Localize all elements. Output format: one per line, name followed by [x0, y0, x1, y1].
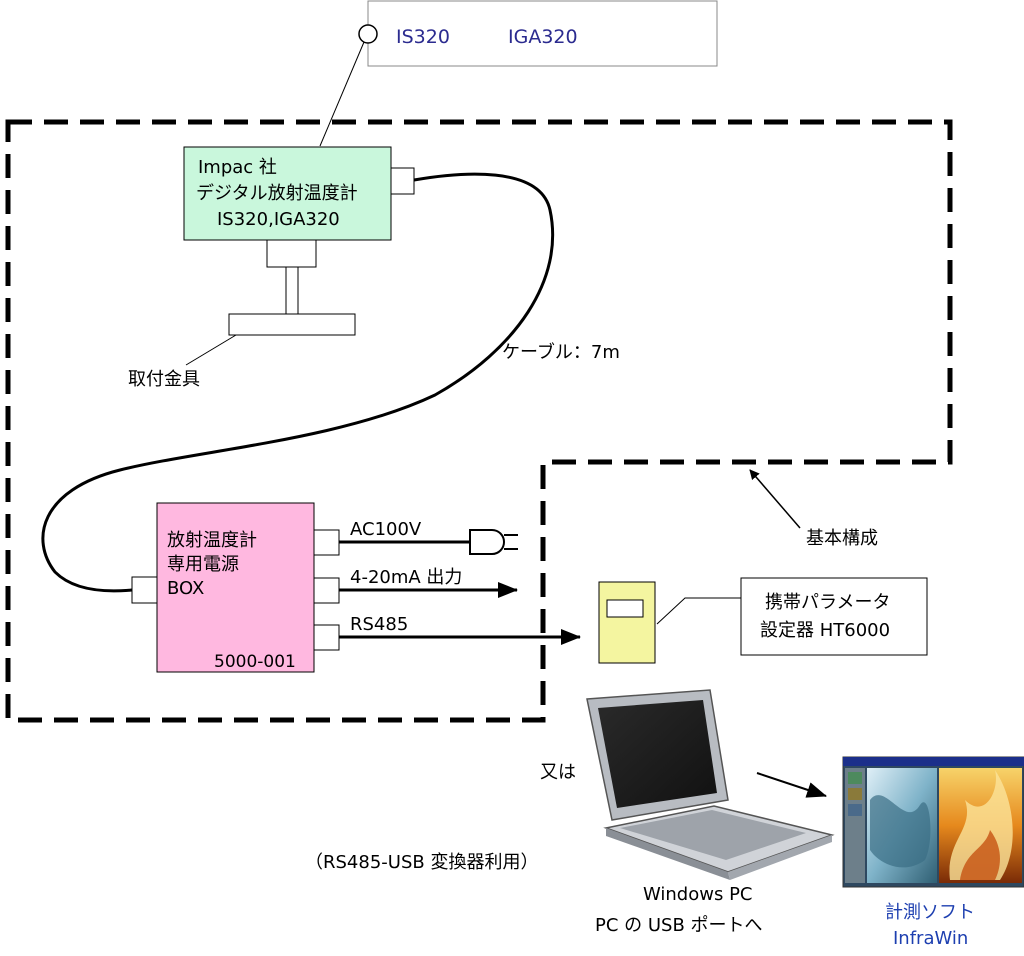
param-label-line1: 携帯パラメータ	[765, 592, 890, 613]
power-box: 放射温度計 専用電源 BOX 5000-001	[131, 502, 340, 673]
rs485-label: RS485	[350, 614, 408, 635]
model-label-is320: IS320	[396, 26, 450, 48]
sensor-line1: Impac 社	[198, 157, 277, 178]
ac-port	[313, 529, 340, 556]
software-screenshot	[842, 756, 1024, 888]
param-setter-display	[606, 599, 644, 618]
ac-label: AC100V	[350, 519, 422, 540]
power-box-input-port	[131, 576, 158, 604]
power-box-line1: 放射温度計	[167, 530, 257, 551]
sensor-connector	[390, 167, 415, 195]
rs485-port	[313, 624, 340, 651]
converter-note: （RS485-USB 変換器利用）	[305, 852, 538, 873]
power-box-line2: 専用電源	[167, 554, 239, 575]
model-connector-dot	[358, 24, 378, 44]
analog-port	[313, 577, 340, 604]
param-leader-line	[656, 597, 741, 625]
model-label-iga320: IGA320	[508, 26, 578, 48]
analog-label: 4-20mA 出力	[350, 567, 462, 588]
model-leader-line	[319, 41, 365, 147]
param-label-box: 携帯パラメータ 設定器 HT6000	[740, 577, 928, 656]
pc-label-line2: PC の USB ポートへ	[595, 915, 763, 936]
power-box-line3: BOX	[167, 578, 204, 599]
sensor-line2: デジタル放射温度計	[196, 183, 358, 204]
pc-label-line1: Windows PC	[643, 884, 753, 905]
sensor-unit: Impac 社 デジタル放射温度計 IS320,IGA320	[183, 146, 415, 241]
sensor-line3: IS320,IGA320	[217, 209, 340, 230]
param-label-line2: 設定器 HT6000	[760, 620, 890, 641]
laptop-icon	[586, 689, 835, 880]
basic-config-arrow	[749, 469, 801, 529]
software-label-line2: InfraWin	[893, 928, 968, 949]
cable-label: ケーブル：7m	[502, 341, 620, 363]
basic-config-label: 基本構成	[806, 528, 878, 549]
mount-label: 取付金具	[128, 369, 200, 390]
sensor-cable	[41, 172, 555, 593]
mount-leader-line	[185, 334, 237, 366]
basic-config-boundary	[5, 119, 953, 723]
power-box-part-no: 5000-001	[214, 652, 296, 672]
model-box: IS320 IGA320	[358, 0, 718, 67]
software-label-line1: 計測ソフト	[885, 902, 975, 923]
alt-label: 又は	[540, 762, 576, 783]
software-arrow	[756, 772, 827, 798]
mounting-bracket	[228, 239, 356, 336]
param-setter-device	[598, 581, 656, 664]
ac-plug-icon	[469, 529, 518, 555]
